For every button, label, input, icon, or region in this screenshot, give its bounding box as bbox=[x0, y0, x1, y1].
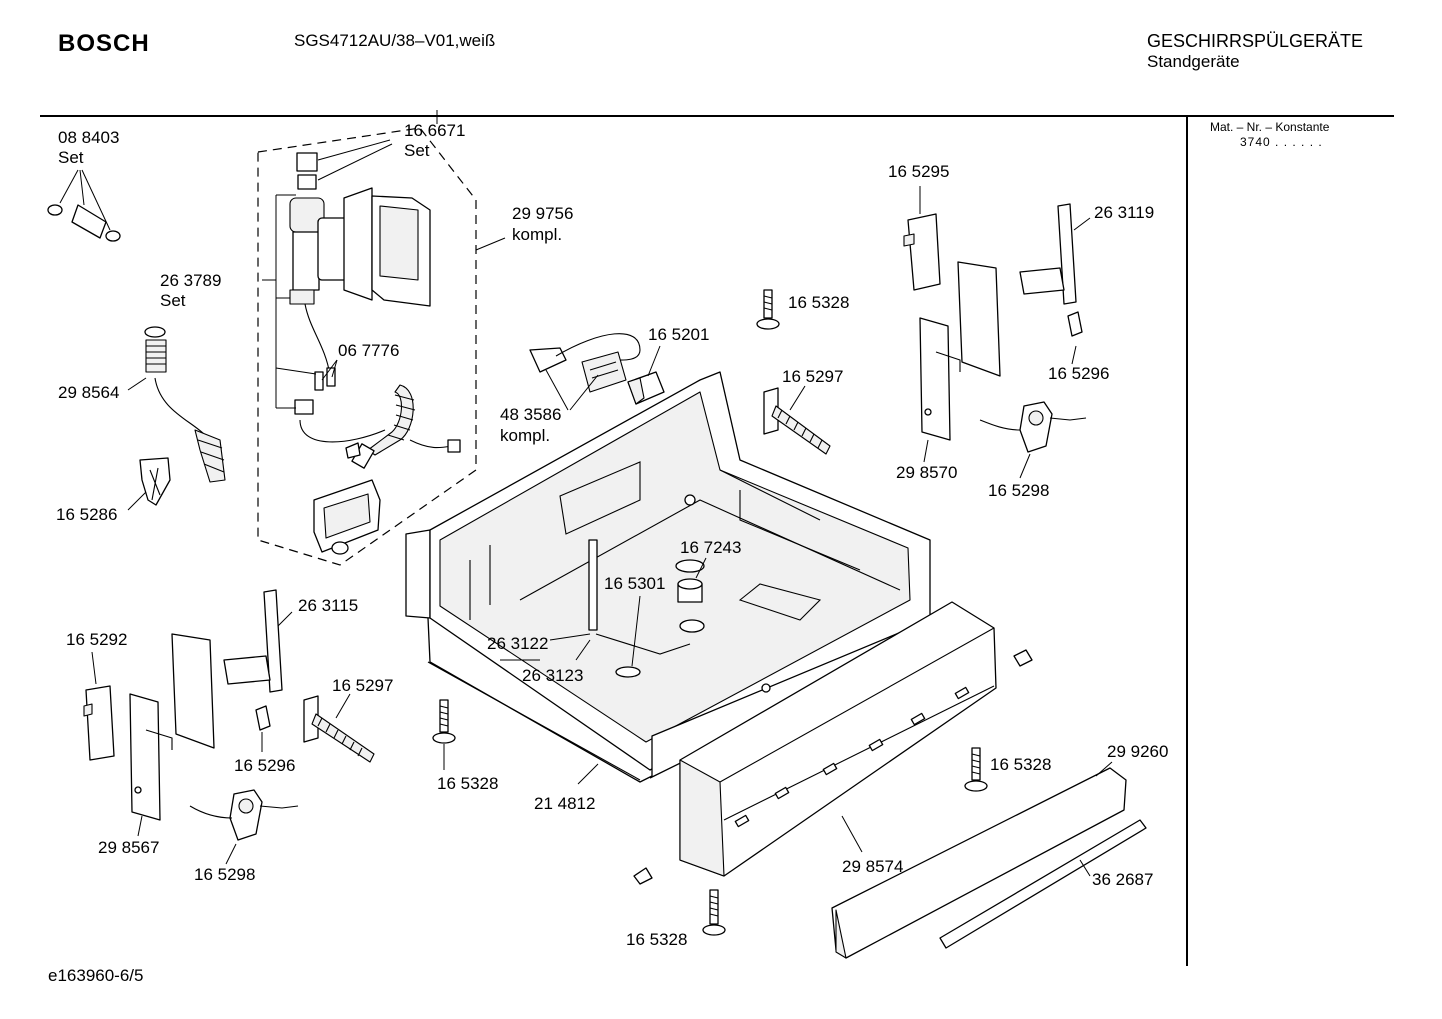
wiring-harness bbox=[529, 333, 665, 411]
callout-298574: 29 8574 bbox=[842, 857, 903, 876]
hinge-cover-left bbox=[83, 651, 115, 761]
small-screw-bottom bbox=[633, 867, 653, 885]
material-number-value: 3740 . . . . . . bbox=[1240, 135, 1323, 149]
hose-clip-set bbox=[47, 169, 121, 242]
document-id: e163960-6/5 bbox=[48, 966, 144, 985]
callout-088403: 08 8403 bbox=[58, 128, 119, 147]
callout-263123: 26 3123 bbox=[522, 666, 583, 685]
kick-panel bbox=[679, 601, 997, 877]
callout-067776: 06 7776 bbox=[338, 341, 399, 360]
callout-165328-b: 16 5328 bbox=[437, 774, 498, 793]
spiral-hose bbox=[345, 384, 461, 469]
callout-298567: 29 8567 bbox=[98, 838, 159, 857]
sensor-bracket bbox=[313, 479, 381, 555]
callout-362687: 36 2687 bbox=[1092, 870, 1153, 889]
hinge-spring-left bbox=[303, 693, 375, 763]
callout-298570: 29 8570 bbox=[896, 463, 957, 482]
small-screw-right bbox=[1013, 649, 1033, 667]
callout-263789: 26 3789 bbox=[160, 271, 221, 290]
callout-165328-d: 16 5328 bbox=[626, 930, 687, 949]
hinge-spring-right bbox=[763, 385, 831, 455]
callout-263115: 26 3115 bbox=[298, 596, 358, 615]
callout-483586: 48 3586 bbox=[500, 405, 561, 424]
model-number: SGS4712AU/38–V01,weiß bbox=[294, 31, 496, 50]
callout-299260: 29 9260 bbox=[1107, 742, 1168, 761]
callout-299756: 29 9756 bbox=[512, 204, 573, 223]
callout-166671-note: Set bbox=[404, 141, 430, 160]
callout-165296-b: 16 5296 bbox=[234, 756, 295, 775]
callout-165297-b: 16 5297 bbox=[332, 676, 393, 695]
callout-165328-c: 16 5328 bbox=[990, 755, 1051, 774]
callout-166671: 16 6671 bbox=[404, 121, 465, 140]
callout-483586-note: kompl. bbox=[500, 426, 550, 445]
callout-165295: 16 5295 bbox=[888, 162, 949, 181]
callout-165201: 16 5201 bbox=[648, 325, 709, 344]
category-title: GESCHIRRSPÜLGERÄTE bbox=[1147, 31, 1364, 51]
hinge-cover-right bbox=[903, 186, 941, 291]
callout-165301: 16 5301 bbox=[604, 574, 665, 593]
callout-263122: 26 3122 bbox=[487, 634, 548, 653]
callout-165292: 16 5292 bbox=[66, 630, 127, 649]
door-switch-right bbox=[979, 401, 1087, 479]
callout-298564: 29 8564 bbox=[58, 383, 119, 402]
callout-263119: 26 3119 bbox=[1094, 203, 1154, 222]
callout-165286: 16 5286 bbox=[56, 505, 117, 524]
plinth-trim bbox=[831, 761, 1127, 959]
hinge-plate-left bbox=[129, 633, 215, 837]
brand-logo: BOSCH bbox=[58, 30, 150, 57]
callout-165296-a: 16 5296 bbox=[1048, 364, 1109, 383]
inlet-valve-assembly bbox=[262, 139, 431, 443]
hinge-arm-left bbox=[223, 589, 293, 752]
leveling-foot-d bbox=[702, 889, 726, 936]
door-switch-left bbox=[189, 789, 299, 865]
hinge-arm-right bbox=[1019, 203, 1091, 365]
callout-165298-b: 16 5298 bbox=[194, 865, 255, 884]
callout-165297-a: 16 5297 bbox=[782, 367, 843, 386]
hose-clamp bbox=[127, 457, 171, 511]
material-number-label: Mat. – Nr. – Konstante bbox=[1210, 120, 1330, 134]
callout-088403-note: Set bbox=[58, 148, 84, 167]
callout-263789-note: Set bbox=[160, 291, 186, 310]
callout-165328-a: 16 5328 bbox=[788, 293, 849, 312]
drain-hose-left bbox=[127, 326, 226, 483]
base-tub bbox=[405, 371, 931, 785]
leveling-foot-c bbox=[964, 747, 988, 792]
hinge-plate-right bbox=[919, 261, 1001, 463]
callout-214812: 21 4812 bbox=[534, 794, 595, 813]
callout-299756-note: kompl. bbox=[512, 225, 562, 244]
leveling-foot-a bbox=[756, 289, 780, 330]
leveling-foot-b bbox=[432, 699, 456, 770]
category-subtitle: Standgeräte bbox=[1147, 52, 1240, 71]
callout-165298-a: 16 5298 bbox=[988, 481, 1049, 500]
plinth-strip bbox=[939, 819, 1147, 949]
callout-167243: 16 7243 bbox=[680, 538, 741, 557]
